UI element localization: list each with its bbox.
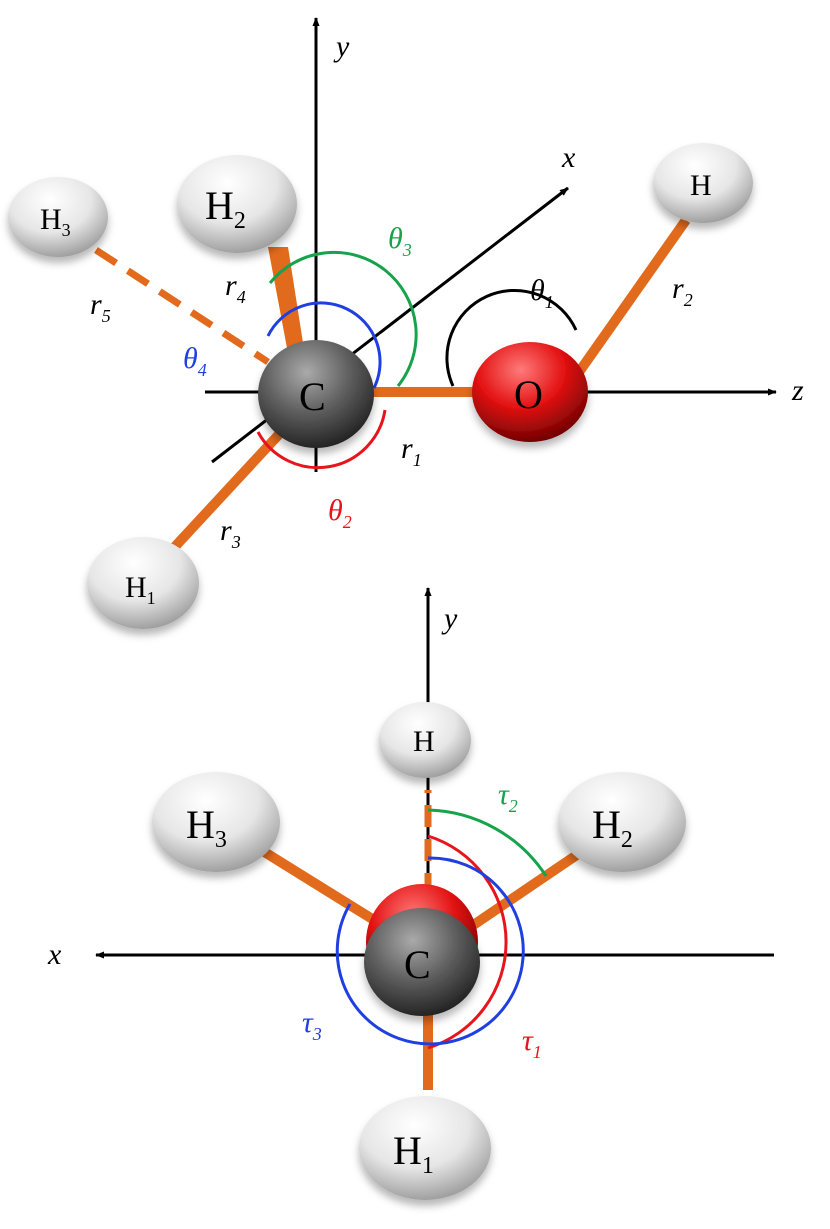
theta3-arc [268, 250, 418, 387]
top-bonds [94, 217, 691, 556]
atom-c-bottom: C [364, 884, 480, 1016]
tau1-arc [427, 834, 508, 1050]
atom-h3-bottom: H3 [152, 772, 280, 872]
theta1-arc [445, 288, 578, 387]
atom-h-bottom-sphere [379, 702, 471, 778]
label-r3: r3 [220, 514, 241, 552]
label-theta2: θ2 [328, 494, 352, 532]
label-theta3: θ3 [388, 222, 412, 260]
atom-c-top: C [258, 340, 374, 448]
label-r1: r1 [401, 432, 422, 470]
atom-h-bottom-label: H [413, 725, 435, 758]
top-panel: y x z H3 H2 H [8, 17, 804, 629]
label-r4: r4 [225, 269, 246, 307]
atom-o-label: O [514, 372, 543, 417]
top-x-axis-label: x [561, 141, 576, 174]
top-z-axis-label: z [791, 374, 804, 407]
atom-h1-bottom: H1 [359, 1096, 491, 1200]
top-y-axis-label: y [333, 30, 350, 63]
atom-h1-bottom-label: H1 [393, 1128, 434, 1179]
atom-h2-bottom-label: H2 [592, 802, 633, 853]
atom-h3-bottom-label: H3 [186, 802, 227, 853]
top-angle-arcs [256, 250, 578, 470]
bottom-angle-arcs [335, 808, 548, 1050]
atom-h3-bottom-sphere [152, 772, 280, 872]
atom-o-sphere [472, 342, 588, 442]
label-tau3: τ3 [302, 1006, 322, 1044]
label-tau1: τ1 [522, 1024, 542, 1062]
atom-c-top-sphere [258, 340, 374, 448]
atom-h-top: H [653, 143, 753, 223]
atom-h1-bottom-sphere [359, 1096, 491, 1200]
label-theta4: θ4 [183, 342, 207, 380]
atom-c-top-label: C [299, 374, 326, 419]
atom-o: O [472, 342, 588, 442]
atom-h1-sphere [87, 537, 199, 629]
label-theta1: θ1 [530, 274, 554, 312]
label-r2: r2 [672, 272, 693, 310]
atom-h3-sphere [8, 177, 108, 257]
atom-h2-label: H2 [205, 183, 246, 234]
label-r5: r5 [90, 288, 111, 326]
atom-h2: H2 [177, 155, 297, 253]
bottom-panel: y x H H3 H2 H1 [47, 587, 774, 1200]
label-tau2: τ2 [498, 778, 518, 816]
atom-h2-bottom: H2 [558, 772, 686, 872]
atom-h1-label: H1 [125, 571, 156, 608]
theta2-arc [256, 409, 387, 470]
atom-h1: H1 [87, 537, 199, 629]
tau3-arc [335, 856, 525, 1046]
bond-c-h3-dashed [94, 247, 270, 365]
atom-h3: H3 [8, 177, 108, 257]
atom-h2-sphere [177, 155, 297, 253]
bond-o-h [567, 217, 691, 385]
tau2-arc [427, 808, 548, 877]
atom-h3-label: H3 [40, 203, 71, 240]
atom-h-top-label: H [690, 169, 712, 202]
bond-c-h3-bottom [255, 843, 393, 935]
bond-c-h2-bottom [463, 841, 593, 935]
atom-c-bottom-sphere [364, 908, 480, 1016]
theta4-arc [266, 301, 382, 389]
atom-h-top-sphere [653, 143, 753, 223]
bond-c-h1 [166, 426, 287, 556]
bottom-x-axis-label: x [47, 938, 62, 971]
atom-c-bottom-label: C [404, 942, 431, 987]
bottom-y-axis-label: y [441, 602, 458, 635]
atom-h2-bottom-sphere [558, 772, 686, 872]
atom-h-bottom: H [379, 702, 471, 778]
